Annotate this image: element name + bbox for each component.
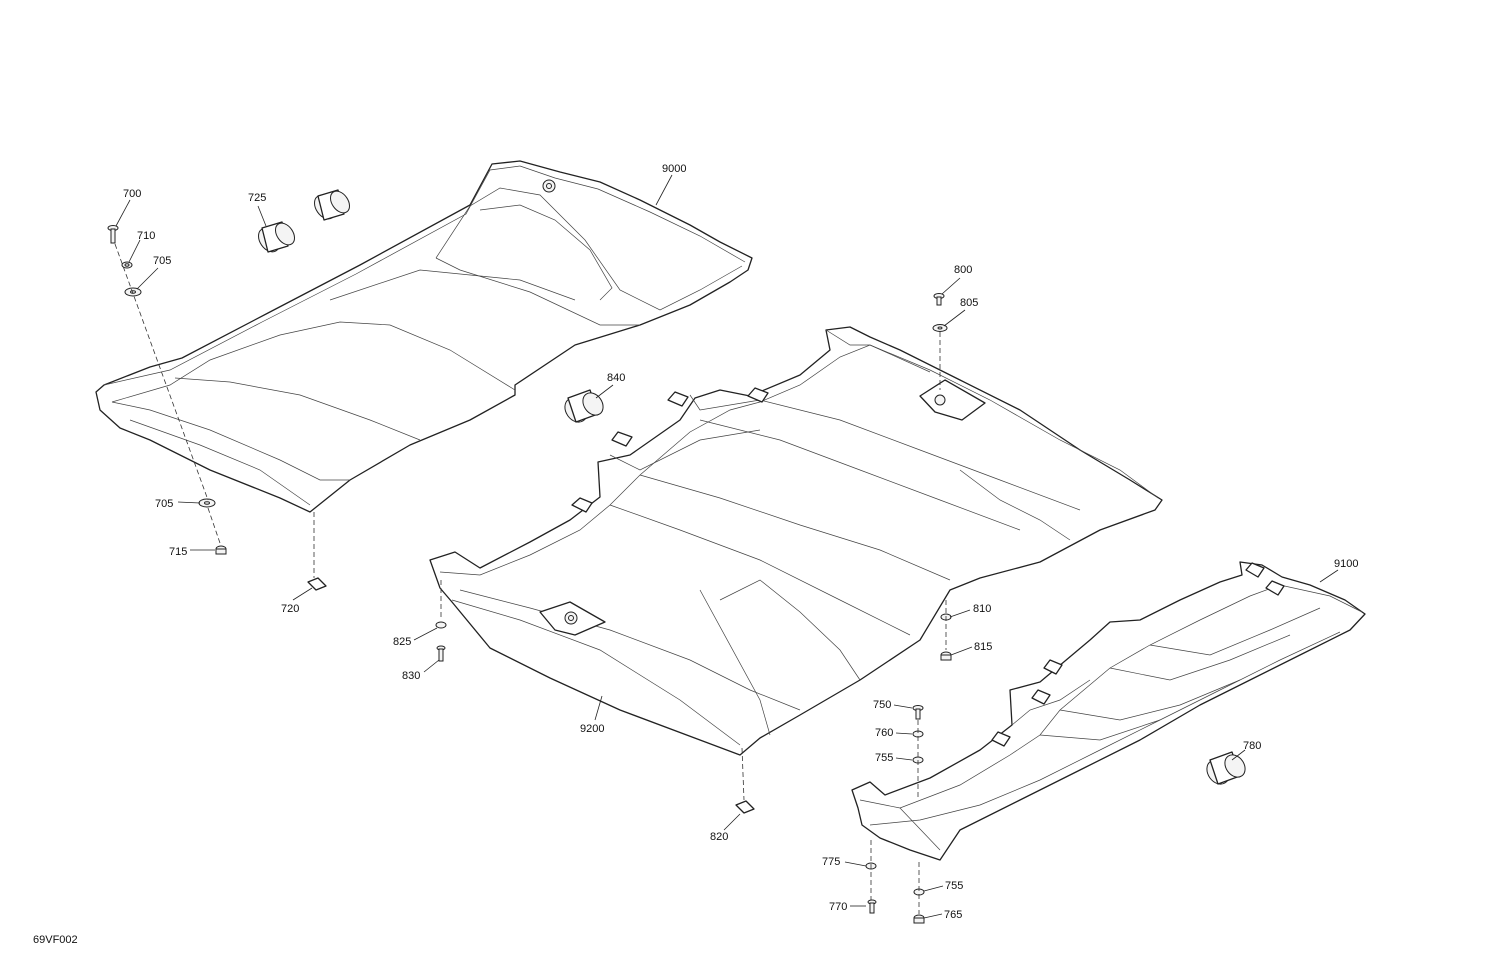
leader-lines xyxy=(115,174,1339,919)
clip-720 xyxy=(307,577,327,591)
drawing-code: 69VF002 xyxy=(33,934,78,946)
callout-780: 780 xyxy=(1243,740,1261,752)
clamp-780 xyxy=(1206,751,1246,785)
screw-800 xyxy=(933,293,945,306)
screw-770 xyxy=(867,899,877,914)
callout-815: 815 xyxy=(974,641,992,653)
callout-840: 840 xyxy=(607,372,625,384)
callout-720: 720 xyxy=(281,603,299,615)
clip-820 xyxy=(735,800,755,814)
callout-705-bottom: 705 xyxy=(155,498,173,510)
screw-750 xyxy=(912,705,924,720)
washer-805 xyxy=(932,324,948,332)
clamp-840 xyxy=(564,389,604,423)
washer-825 xyxy=(435,621,447,629)
callout-9200: 9200 xyxy=(580,723,604,735)
panel-9000 xyxy=(95,160,753,513)
nut-710 xyxy=(121,261,133,269)
callout-9100: 9100 xyxy=(1334,558,1358,570)
callout-775: 775 xyxy=(822,856,840,868)
callout-830: 830 xyxy=(402,670,420,682)
callout-765: 765 xyxy=(944,909,962,921)
callout-800: 800 xyxy=(954,264,972,276)
clamp-725-b xyxy=(314,189,351,221)
panel-9200 xyxy=(429,326,1163,756)
nut-765 xyxy=(913,914,925,924)
callout-810: 810 xyxy=(973,603,991,615)
callout-805: 805 xyxy=(960,297,978,309)
panel-9100 xyxy=(851,561,1366,861)
callout-755-top: 755 xyxy=(875,752,893,764)
callout-825: 825 xyxy=(393,636,411,648)
callout-705-top: 705 xyxy=(153,255,171,267)
callout-750: 750 xyxy=(873,699,891,711)
nut-715 xyxy=(215,545,227,555)
callout-760: 760 xyxy=(875,727,893,739)
callout-725: 725 xyxy=(248,192,266,204)
screw-700 xyxy=(107,225,119,244)
callout-700: 700 xyxy=(123,188,141,200)
assembly-axes xyxy=(114,243,947,914)
callout-labels: 700 710 705 725 9000 800 805 840 705 715… xyxy=(123,163,1358,921)
callout-710: 710 xyxy=(137,230,155,242)
callout-9000: 9000 xyxy=(662,163,686,175)
callout-820: 820 xyxy=(710,831,728,843)
callout-715: 715 xyxy=(169,546,187,558)
washer-705-top xyxy=(124,287,142,297)
screw-830 xyxy=(436,645,446,662)
nut-815 xyxy=(940,651,952,661)
callout-755-bottom: 755 xyxy=(945,880,963,892)
callout-770: 770 xyxy=(829,901,847,913)
washer-705-bottom xyxy=(198,498,216,508)
clamp-725-a xyxy=(258,221,296,253)
